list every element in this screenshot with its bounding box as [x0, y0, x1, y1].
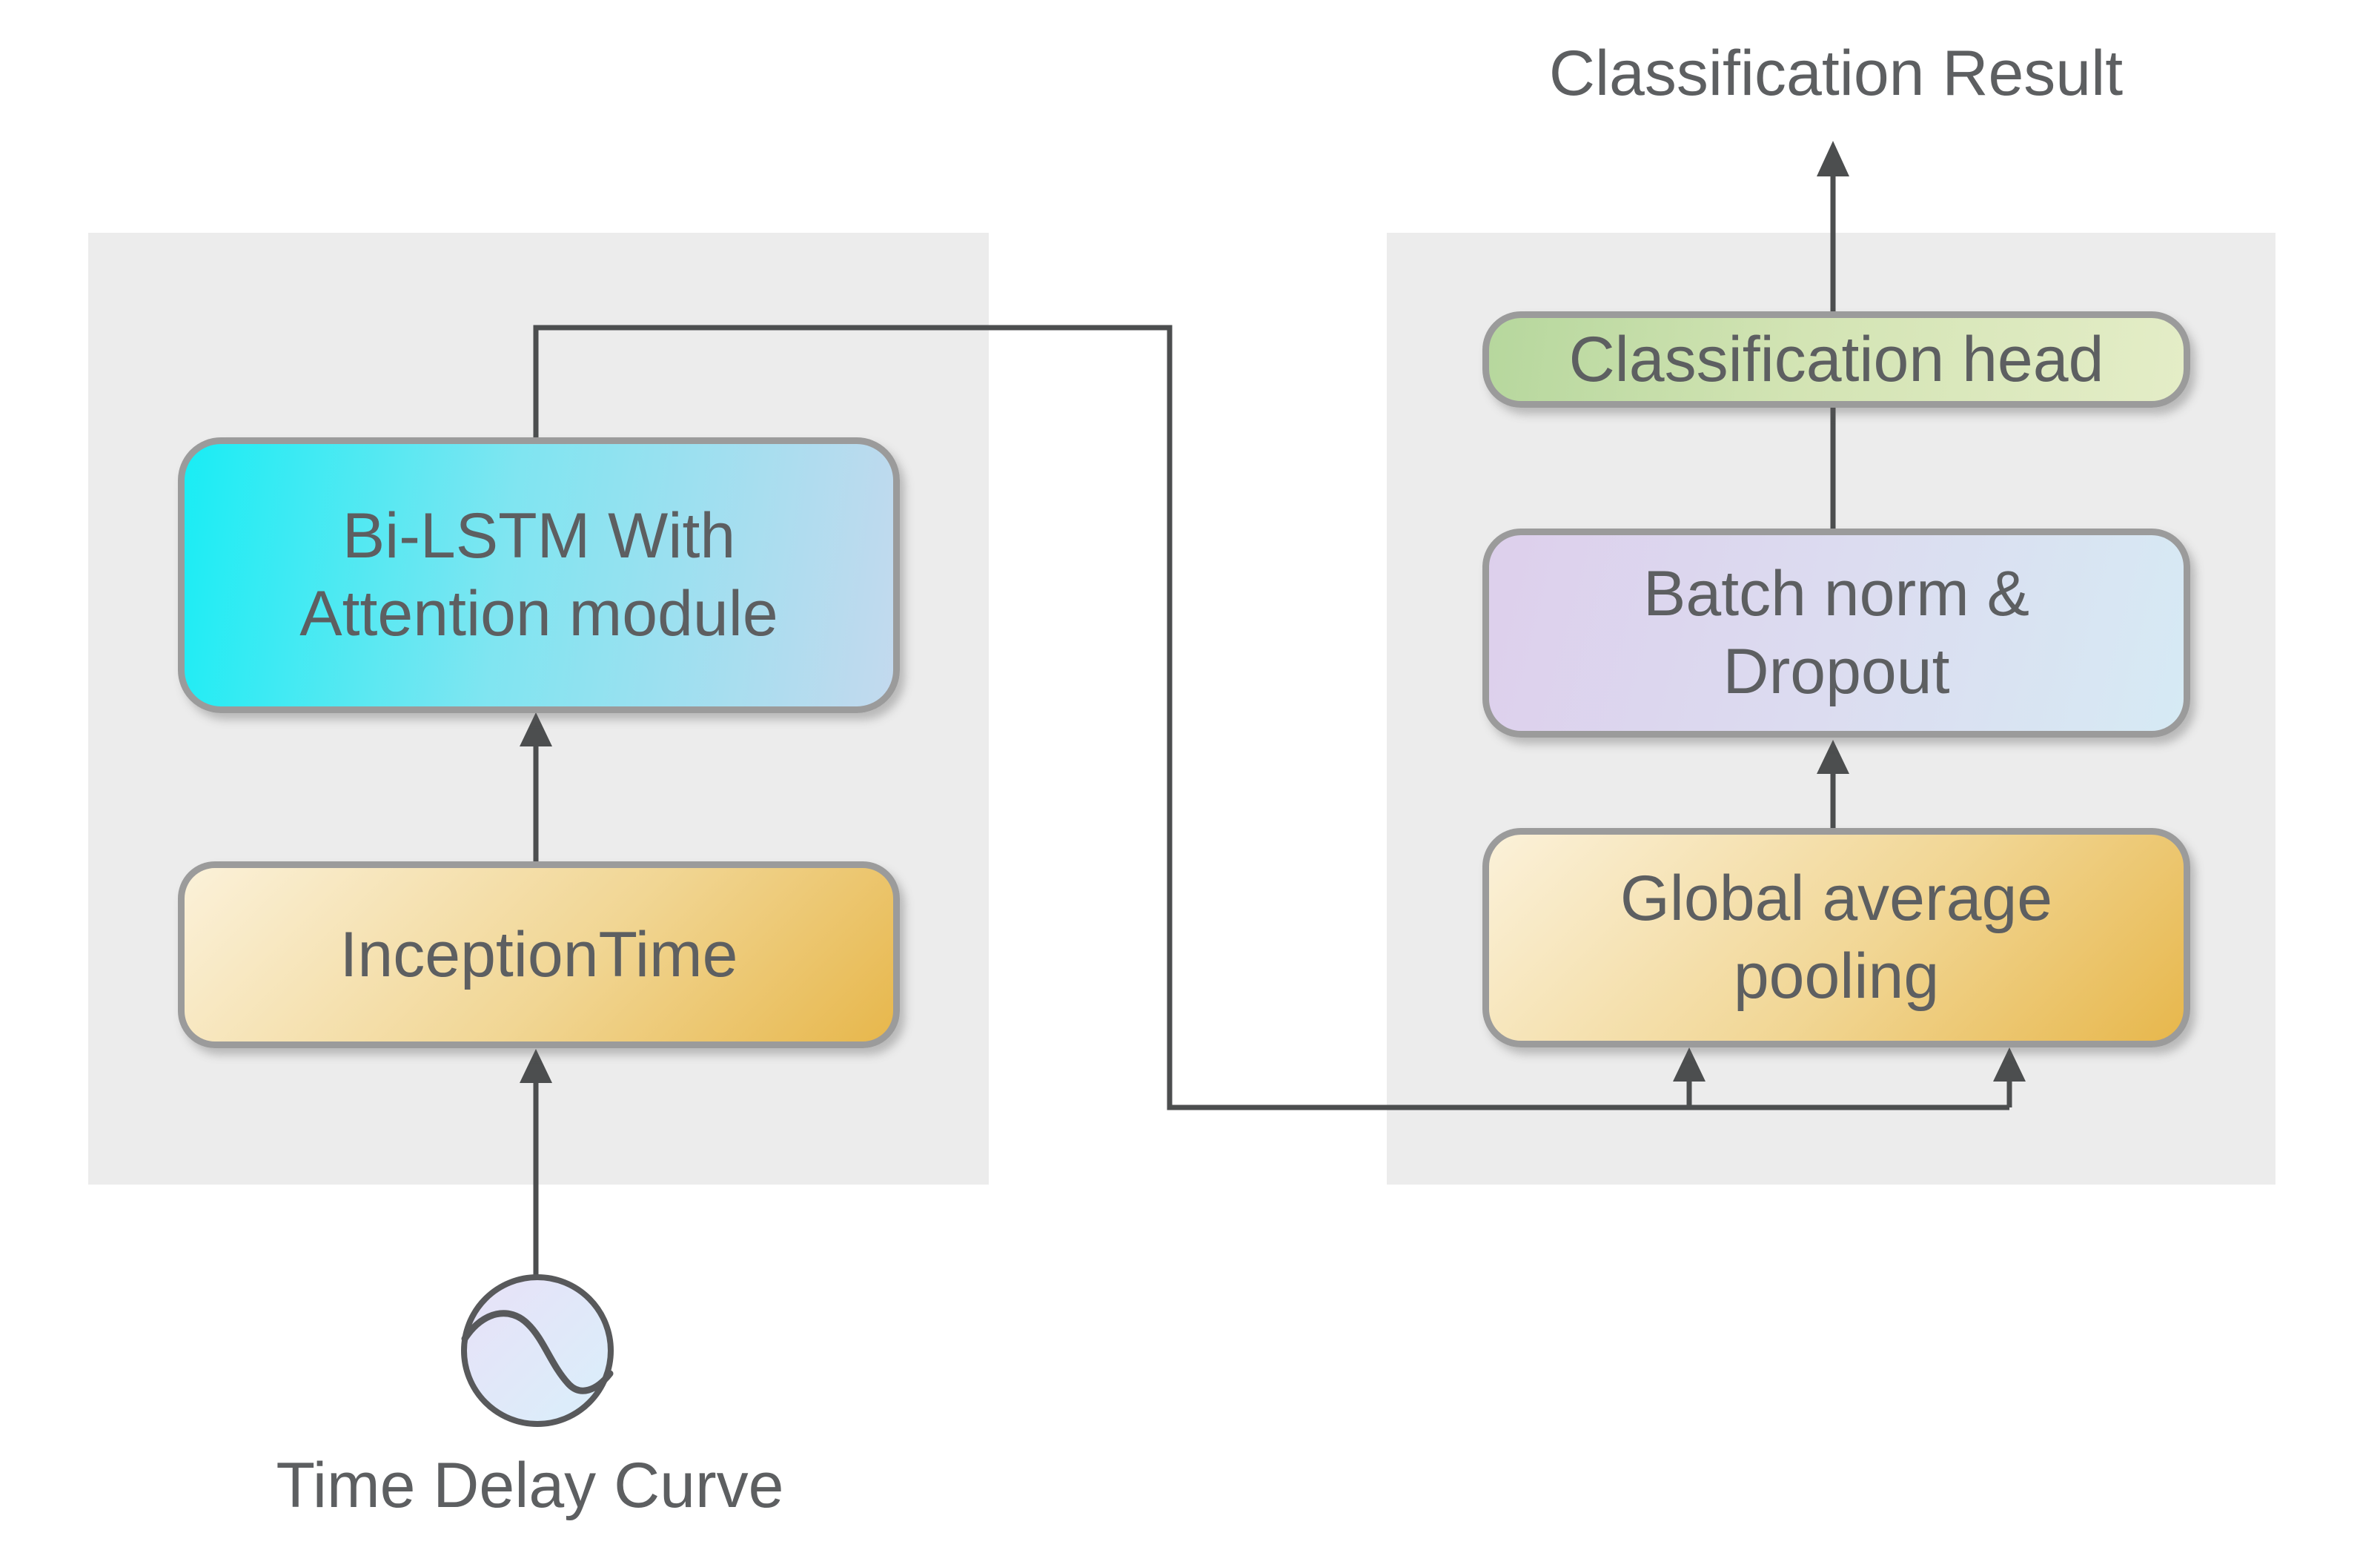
node-classification-head-label: Classification head [1568, 323, 2104, 395]
node-inceptiontime-label: InceptionTime [339, 918, 738, 990]
node-gap-label-line1: Global average [1620, 863, 2053, 934]
node-gap-label-line2: pooling [1733, 941, 1940, 1012]
node-batchnorm-label-line1: Batch norm & [1643, 558, 2029, 629]
node-global-average-pooling: Global average pooling [1482, 828, 2190, 1047]
node-bilstm-label-line2: Attention module [299, 578, 778, 649]
node-classification-head: Classification head [1482, 311, 2190, 408]
node-inceptiontime: InceptionTime [178, 861, 900, 1048]
input-caption: Time Delay Curve [276, 1450, 784, 1521]
arrowhead-icon [1817, 141, 1849, 176]
node-bilstm-attention: Bi-LSTM With Attention module [178, 437, 900, 713]
node-bilstm-label-line1: Bi-LSTM With [342, 500, 736, 572]
sine-wave-icon [461, 1274, 614, 1427]
output-caption: Classification Result [1548, 38, 2124, 109]
node-batchnorm-label-line2: Dropout [1723, 636, 1950, 707]
node-batchnorm-dropout: Batch norm & Dropout [1482, 529, 2190, 738]
